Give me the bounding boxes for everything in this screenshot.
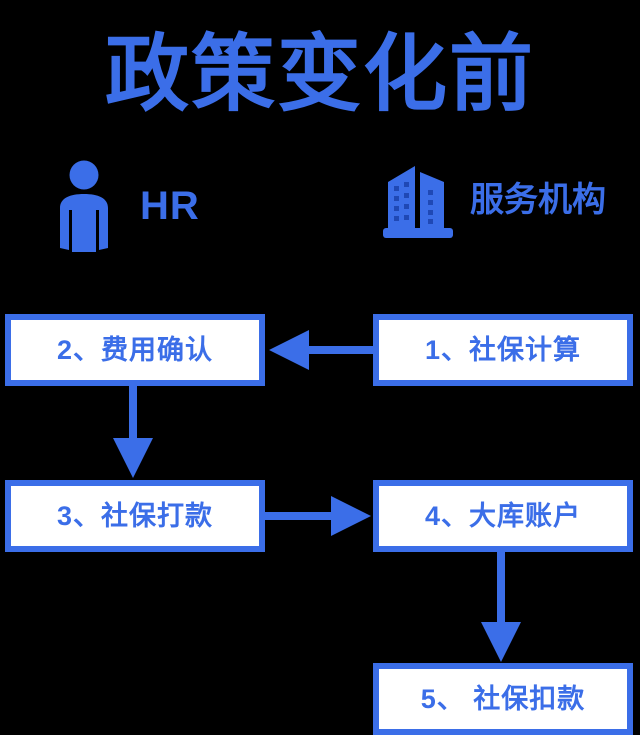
flow-box-fee-confirmation[interactable]: 2、费用确认: [5, 314, 265, 386]
flow-box-label: 4、大库账户: [424, 500, 582, 531]
flow-box-main-treasury-account[interactable]: 4、大库账户: [373, 480, 633, 552]
legend-label-agency: 服务机构: [470, 181, 606, 219]
flow-box-label: 2、费用确认: [56, 334, 214, 365]
flow-box-social-insurance-payment[interactable]: 3、社保打款: [5, 480, 265, 552]
legend-item-agency: 服务机构: [382, 160, 606, 240]
page-title: 政策变化前: [104, 27, 535, 121]
flow-box-social-insurance-calculation[interactable]: 1、社保计算: [373, 314, 633, 386]
flow-box-label: 3、社保打款: [56, 500, 214, 531]
office-building-icon: [383, 166, 453, 238]
legend-item-hr: HR: [58, 160, 200, 252]
person-icon: [60, 160, 108, 252]
flow-box-label: 1、社保计算: [424, 334, 582, 365]
legend-label-hr: HR: [140, 184, 200, 228]
flow-box-label: 5、 社保扣款: [420, 683, 586, 714]
flow-box-social-insurance-deduction[interactable]: 5、 社保扣款: [373, 663, 633, 735]
